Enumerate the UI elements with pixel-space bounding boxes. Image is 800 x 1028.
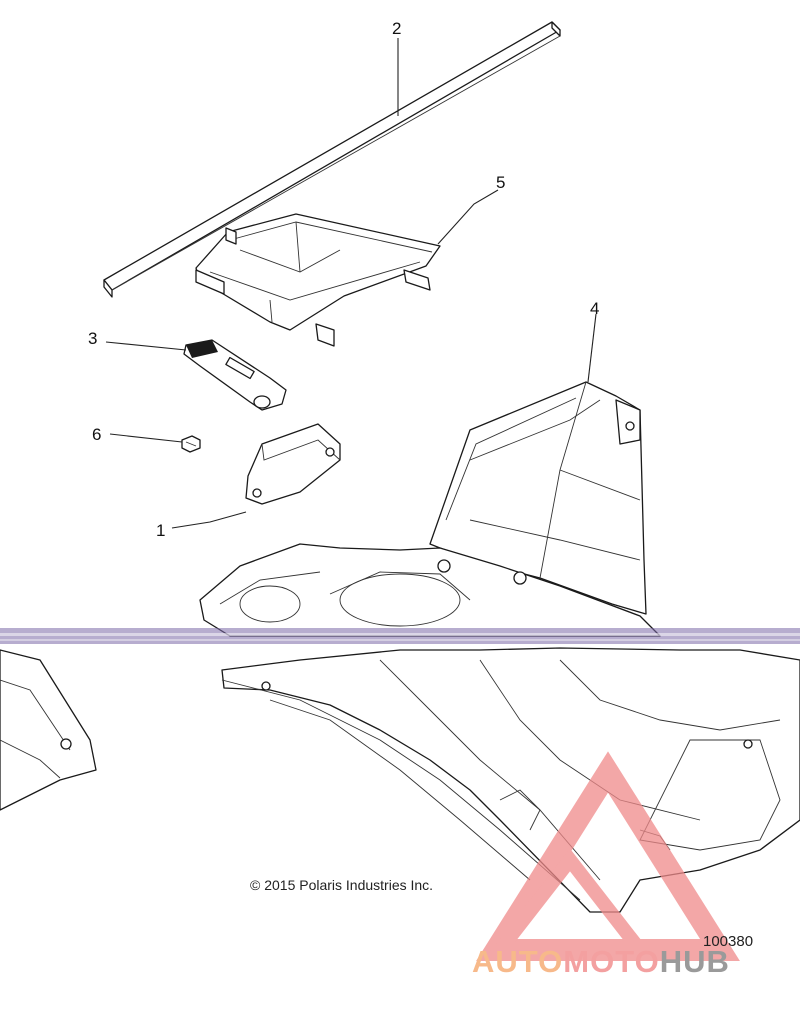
callout-4: 4 [590, 299, 599, 318]
callout-6: 6 [92, 425, 101, 444]
callout-5: 5 [496, 173, 505, 192]
watermark-hub: HUB [659, 944, 730, 979]
part-3-latch [183, 339, 287, 411]
scan-artifact-band [0, 628, 800, 644]
diagram-number: 100380 [703, 933, 754, 950]
watermark-auto: AUTO [472, 944, 564, 979]
watermark-logo [476, 751, 740, 961]
callout-3: 3 [88, 329, 97, 348]
part-4-console [0, 381, 800, 913]
part-1-bracket [245, 423, 341, 505]
watermark-moto: MOTO [563, 944, 660, 979]
part-6-screw [181, 435, 201, 453]
watermark-text: AUTOMOTOHUB [472, 944, 730, 980]
copyright-notice: © 2015 Polaris Industries Inc. [250, 877, 434, 893]
callout-1: 1 [156, 521, 165, 540]
callout-2: 2 [392, 19, 401, 38]
part-2-strip [103, 21, 561, 298]
leader-lines [105, 38, 597, 529]
part-5-lid [195, 213, 441, 347]
